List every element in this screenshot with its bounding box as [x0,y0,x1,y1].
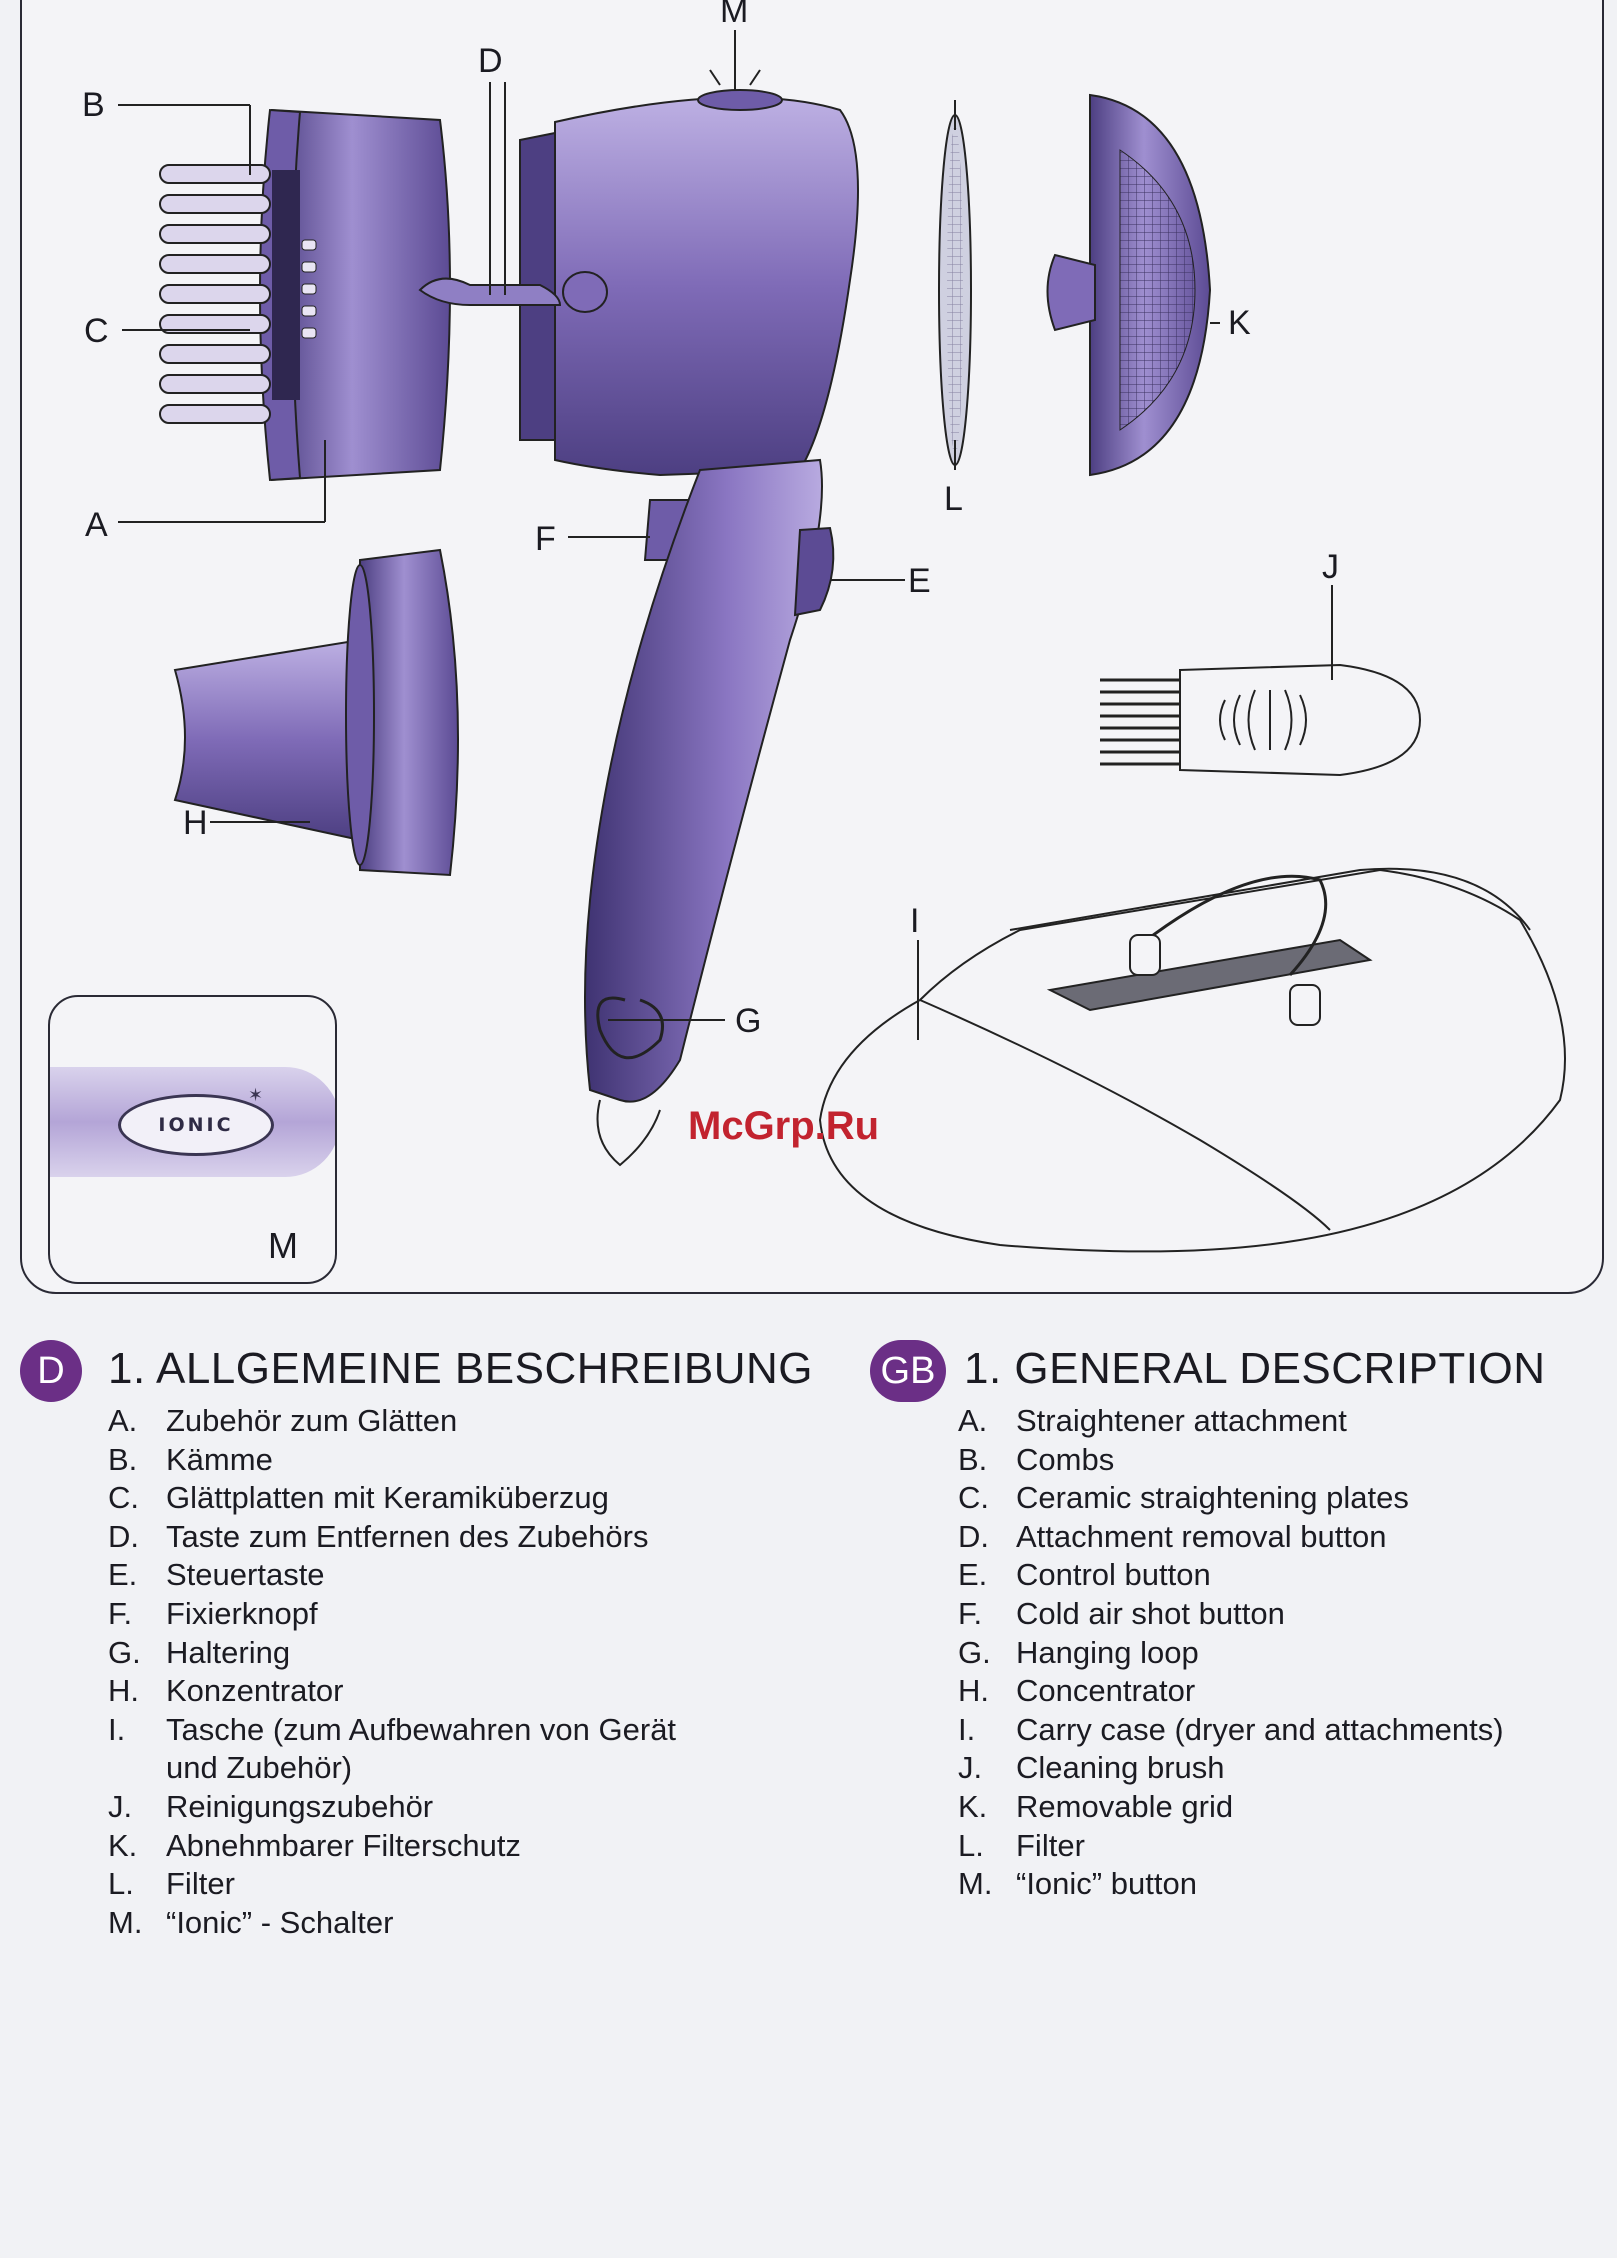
list-item: J.Cleaning brush [958,1750,1225,1786]
list-item: E.Control button [958,1557,1211,1593]
list-item: D.Attachment removal button [958,1518,1387,1554]
filter [938,114,972,466]
list-item: G.Haltering [108,1634,291,1670]
concentrator [173,548,459,877]
hanging-loop [596,996,664,1060]
list-item: L.Filter [108,1866,235,1902]
ionic-inset: IONIC ✶ [48,995,337,1284]
list-item: H.Concentrator [958,1673,1196,1709]
list-item: C.Glättplatten mit Keramiküberzug [108,1480,609,1516]
list-item: I.Carry case (dryer and attachments) [958,1711,1504,1747]
list-item: I.Tasche (zum Aufbewahren von Gerät und … [108,1711,677,1786]
dryer-handle [584,458,823,1103]
callout-a: A [85,506,108,544]
list-item: F.Fixierknopf [108,1595,318,1631]
callout-h: H [183,804,208,842]
list-item: F.Cold air shot button [958,1595,1285,1631]
callout-b: B [82,86,105,124]
callout-k: K [1228,304,1251,342]
list-item: G.Hanging loop [958,1634,1199,1670]
list-item: H.Konzentrator [108,1673,344,1709]
callout-g: G [735,1002,761,1040]
callout-lines [118,30,1333,1040]
callout-l: L [944,480,963,518]
list-item: K.Removable grid [958,1788,1234,1824]
language-badge-de: D [20,1340,82,1402]
list-item: B.Kämme [108,1441,273,1477]
comb-teeth [159,164,271,424]
section-heading-de: 1. ALLGEMEINE BESCHREIBUNG [108,1344,813,1393]
ionic-logo: IONIC [118,1094,274,1156]
watermark: McGrp.Ru [688,1104,880,1148]
list-item: K.Abnehmbarer Filterschutz [108,1827,521,1863]
list-item: M.“Ionic” button [958,1866,1197,1902]
callout-m: M [720,0,748,30]
callout-j: J [1322,548,1339,586]
section-heading-gb: 1. GENERAL DESCRIPTION [964,1344,1546,1393]
list-item: B.Combs [958,1441,1115,1477]
cleaning-brush [1100,663,1422,777]
ionic-inset-label: M [268,1225,298,1266]
straightener-attachment [159,108,451,482]
list-item: J.Reinigungszubehör [108,1788,434,1824]
callout-f: F [535,520,556,558]
callout-c: C [84,312,109,350]
hair-dryer-diagram: B C A D M F E G H K L J I [82,0,1566,1253]
list-item: E.Steuertaste [108,1557,325,1593]
language-badge-gb: GB [870,1340,946,1402]
removable-grid [1046,93,1212,477]
list-item: A.Zubehör zum Glätten [108,1403,458,1438]
callout-e: E [908,562,931,600]
star-icon: ✶ [248,1085,264,1105]
ceramic-plates [272,170,300,400]
list-item: C.Ceramic straightening plates [958,1480,1409,1516]
list-item: M.“Ionic” - Schalter [108,1904,394,1940]
callout-i: I [910,902,919,940]
list-item: L.Filter [958,1827,1085,1863]
callout-d: D [478,42,503,80]
parts-list-gb: A.Straightener attachment B.Combs C.Cera… [958,1402,1504,1904]
list-item: D.Taste zum Entfernen des Zubehörs [108,1518,649,1554]
list-item: A.Straightener attachment [958,1403,1347,1438]
dryer-body [418,89,859,1167]
parts-list-de: A.Zubehör zum Glätten B.Kämme C.Glättpla… [108,1402,676,1942]
carry-case [818,867,1566,1253]
control-button[interactable] [793,526,835,617]
ionic-switch[interactable] [697,89,783,111]
